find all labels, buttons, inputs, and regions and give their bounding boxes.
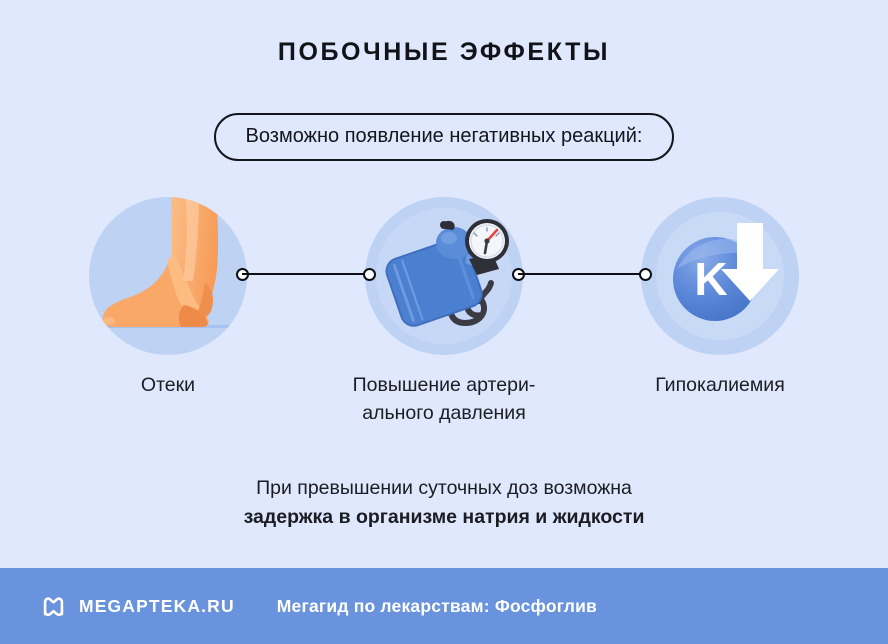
- blood-pressure-monitor-icon: [376, 208, 512, 344]
- caption-swollen-foot: Отеки: [49, 372, 287, 400]
- icon-circle-swollen-foot: [89, 197, 247, 355]
- connector-bp-to-potassium: [512, 268, 652, 281]
- footer-tagline: Мегагид по лекарствам: Фосфоглив: [276, 595, 598, 616]
- caption-blood-pressure: Повышение артери- ального давления: [325, 372, 563, 427]
- svg-text:K: K: [694, 253, 727, 305]
- potassium-down-arrow-icon: K: [656, 212, 784, 340]
- footnote-line-2: задержка в организме натрия и жидкости: [243, 505, 645, 528]
- connector-line: [242, 273, 370, 276]
- caption-line: Повышение артери-: [352, 374, 536, 396]
- icon-circle-hypokalemia: K: [641, 197, 799, 355]
- caption-line: ального давления: [362, 401, 526, 424]
- caption-line: Отеки: [140, 374, 196, 396]
- subtitle-pill-container: Возможно появление негативных реакций:: [0, 113, 888, 161]
- icons-row: K: [0, 197, 888, 355]
- megapteka-m-logo-icon: [43, 596, 64, 616]
- brand-name: MEGAPTEKA.RU: [79, 595, 235, 616]
- swollen-foot-icon: [95, 197, 245, 328]
- caption-line: Гипокалиемия: [655, 374, 785, 396]
- connector-line: [518, 273, 646, 276]
- page-title: ПОБОЧНЫЕ ЭФФЕКТЫ: [277, 38, 611, 66]
- caption-hypokalemia: Гипокалиемия: [601, 372, 839, 400]
- icon-circle-blood-pressure: [365, 197, 523, 355]
- footer-bar: MEGAPTEKA.RU Мегагид по лекарствам: Фосф…: [0, 568, 888, 644]
- subtitle-pill: Возможно появление негативных реакций:: [213, 113, 675, 161]
- connector-dot-right: [639, 268, 652, 281]
- footnote-line-1: При превышении суточных доз возможна: [256, 477, 632, 499]
- connector-dot-right: [363, 268, 376, 281]
- footnote: При превышении суточных доз возможна зад…: [0, 474, 888, 532]
- connector-foot-to-bp: [236, 268, 376, 281]
